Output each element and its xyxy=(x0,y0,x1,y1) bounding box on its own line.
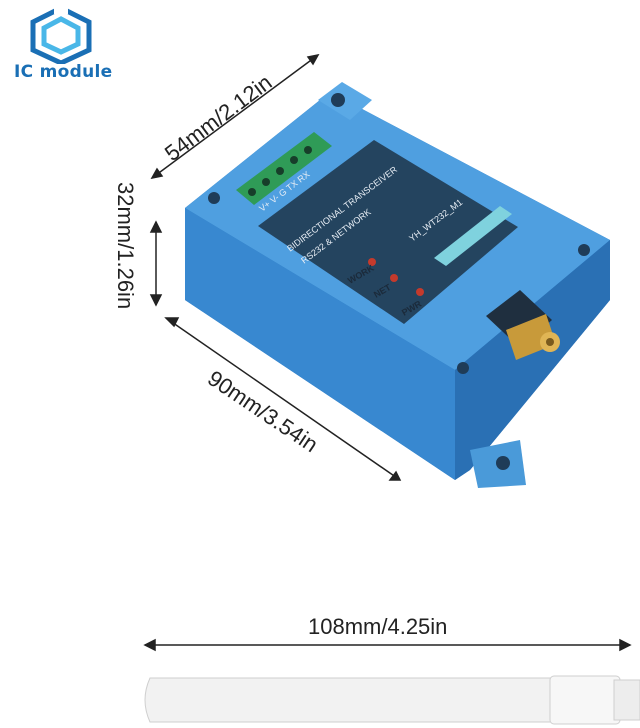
led-icon xyxy=(368,258,376,266)
terminal-block xyxy=(236,132,332,205)
led-icon xyxy=(390,274,398,282)
terminal-screw-icon xyxy=(290,156,298,164)
mounting-hole-icon xyxy=(331,93,345,107)
mounting-ear-top xyxy=(318,82,372,120)
height-label: 32mm/1.26in xyxy=(113,182,138,309)
screw-hole-icon xyxy=(578,244,590,256)
status-window xyxy=(434,206,512,266)
brand-block: IC module xyxy=(0,0,140,100)
width-dimension-line xyxy=(151,54,319,179)
terminal-screw-icon xyxy=(276,167,284,175)
hexagon-logo-icon xyxy=(30,6,92,64)
led-icon xyxy=(416,288,424,296)
antenna-label: 108mm/4.25in xyxy=(308,614,447,639)
front-label-panel xyxy=(258,140,518,324)
mounting-hole-icon xyxy=(496,456,510,470)
screw-hole-icon xyxy=(457,362,469,374)
terminal-screw-icon xyxy=(304,146,312,154)
sma-connector xyxy=(486,290,560,360)
terminal-screw-icon xyxy=(248,188,256,196)
length-dimension-line xyxy=(165,317,401,481)
terminal-screw-icon xyxy=(262,178,270,186)
brand-name: IC module xyxy=(14,62,113,82)
antenna xyxy=(144,675,640,725)
screw-hole-icon xyxy=(208,192,220,204)
